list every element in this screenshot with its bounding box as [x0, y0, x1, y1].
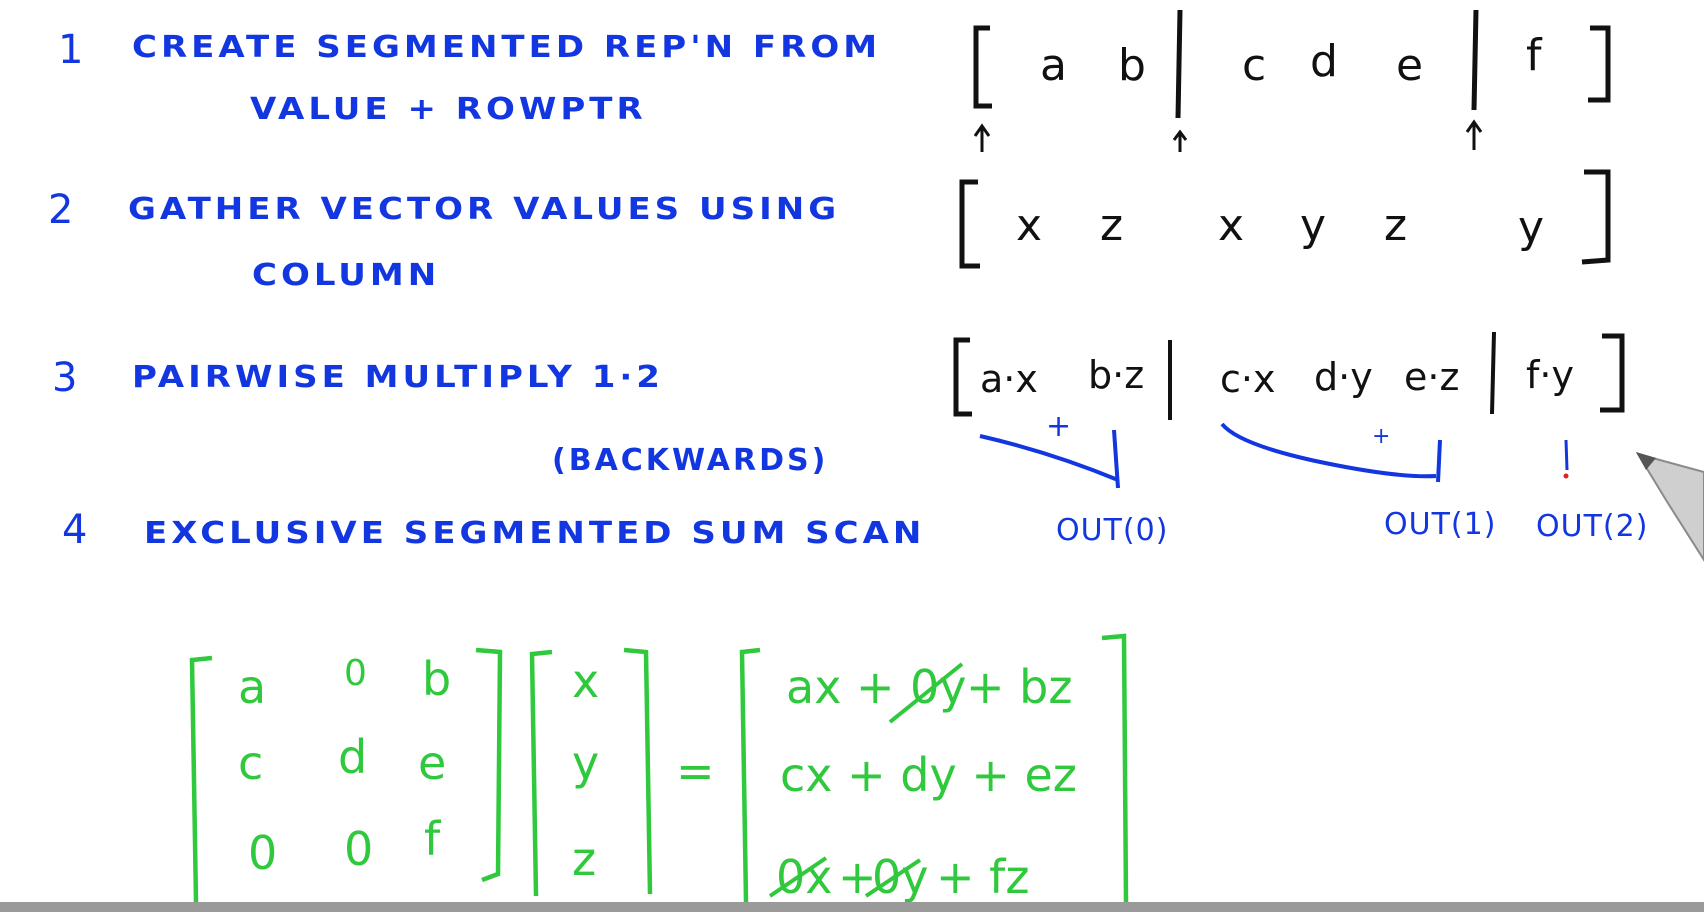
- step-4-number: 4: [62, 507, 88, 553]
- stylus-pen: [1635, 452, 1704, 562]
- value-e: e: [1396, 40, 1424, 91]
- matrix-r2-c2: f: [424, 812, 441, 866]
- product-3: d·y: [1314, 355, 1373, 399]
- row1-divider-2: [1471, 9, 1479, 111]
- value-d: d: [1310, 36, 1338, 87]
- matrix-r2-c1: 0: [344, 822, 374, 876]
- step-2-line1: GATHER VECTOR VALUES USING: [128, 191, 841, 227]
- matrix-r0-c0: a: [238, 660, 267, 714]
- vector-y: y: [572, 736, 600, 790]
- step-2-number: 2: [48, 187, 74, 233]
- bottom-bar: [0, 902, 1704, 912]
- out-0-label: OUT(0): [1056, 513, 1169, 548]
- row2-right-bracket: [1581, 169, 1611, 265]
- value-b: b: [1118, 40, 1146, 91]
- strike-0x-row3: [768, 856, 828, 898]
- vector-z: z: [572, 832, 597, 886]
- scan-curve-1: [1220, 422, 1437, 479]
- value-c: c: [1242, 40, 1267, 91]
- vector-x: x: [572, 654, 600, 708]
- product-1: b·z: [1088, 353, 1145, 397]
- strike-0y-row3: [864, 858, 922, 898]
- row1-divider-1: [1175, 9, 1183, 119]
- scan-plus-1: +: [1372, 424, 1391, 449]
- product-2: c·x: [1220, 357, 1276, 401]
- matrix-r0-c1: 0: [344, 653, 367, 694]
- step-4-line1: EXCLUSIVE SEGMENTED SUM SCAN: [144, 515, 926, 551]
- rowptr-arrows: [973, 119, 1483, 152]
- value-a: a: [1040, 40, 1067, 91]
- gathered-1: z: [1100, 200, 1124, 251]
- gathered-2: x: [1218, 200, 1245, 251]
- matrix-r0-c2: b: [422, 652, 452, 706]
- equals-sign: =: [676, 744, 715, 798]
- product-5: f·y: [1526, 353, 1574, 397]
- result-row1-bz: + bz: [966, 660, 1073, 714]
- gathered-0: x: [1016, 200, 1043, 251]
- scan-plus-0: +: [1046, 409, 1072, 444]
- gathered-3: y: [1300, 200, 1327, 251]
- strike-0y-row1: [888, 662, 964, 724]
- scan-end-0: [1112, 429, 1120, 489]
- scan-curve-0: [979, 434, 1119, 482]
- product-4: e·z: [1404, 355, 1460, 399]
- out-1-label: OUT(1): [1384, 507, 1497, 542]
- row2-left-bracket: [959, 179, 980, 269]
- row3-left-bracket: [953, 337, 972, 417]
- step-1-number: 1: [58, 27, 84, 73]
- out-2-label: OUT(2): [1536, 509, 1649, 544]
- red-mark: [1563, 473, 1569, 479]
- result-row1-ax: ax +: [786, 660, 895, 714]
- row1-left-bracket: [973, 25, 992, 109]
- value-f: f: [1526, 30, 1542, 81]
- matrix-r2-c0: 0: [248, 826, 278, 880]
- step-3-line1: PAIRWISE MULTIPLY 1·2: [132, 359, 664, 395]
- step-1-line2: VALUE + ROWPTR: [250, 91, 647, 127]
- matrix-r1-c1: d: [338, 730, 368, 784]
- result-row1-0y: 0y: [910, 660, 967, 714]
- result-row2: cx + dy + ez: [780, 748, 1077, 802]
- product-0: a·x: [980, 357, 1038, 401]
- matrix-r1-c2: e: [418, 736, 447, 790]
- step-1-line1: CREATE SEGMENTED REP'N FROM: [132, 29, 882, 65]
- scan-end-1: [1436, 439, 1442, 483]
- step-3-line2: (BACKWARDS): [552, 443, 829, 478]
- gathered-4: z: [1384, 200, 1408, 251]
- matrix-r1-c0: c: [238, 736, 264, 790]
- green-brackets: [189, 633, 1129, 903]
- result-row3-0x: 0x: [776, 850, 833, 904]
- row3-divider-2: [1490, 331, 1496, 415]
- gathered-5: y: [1518, 202, 1545, 253]
- step-3-number: 3: [52, 355, 78, 401]
- result-row3-fz: + fz: [936, 850, 1030, 904]
- result-row3-0y: 0y: [872, 850, 929, 904]
- step-2-line2: COLUMN: [252, 257, 441, 293]
- scan-end-2: [1564, 439, 1569, 471]
- row3-right-bracket: [1600, 333, 1625, 413]
- result-row3-plus: +: [838, 850, 877, 904]
- row1-right-bracket: [1588, 25, 1611, 103]
